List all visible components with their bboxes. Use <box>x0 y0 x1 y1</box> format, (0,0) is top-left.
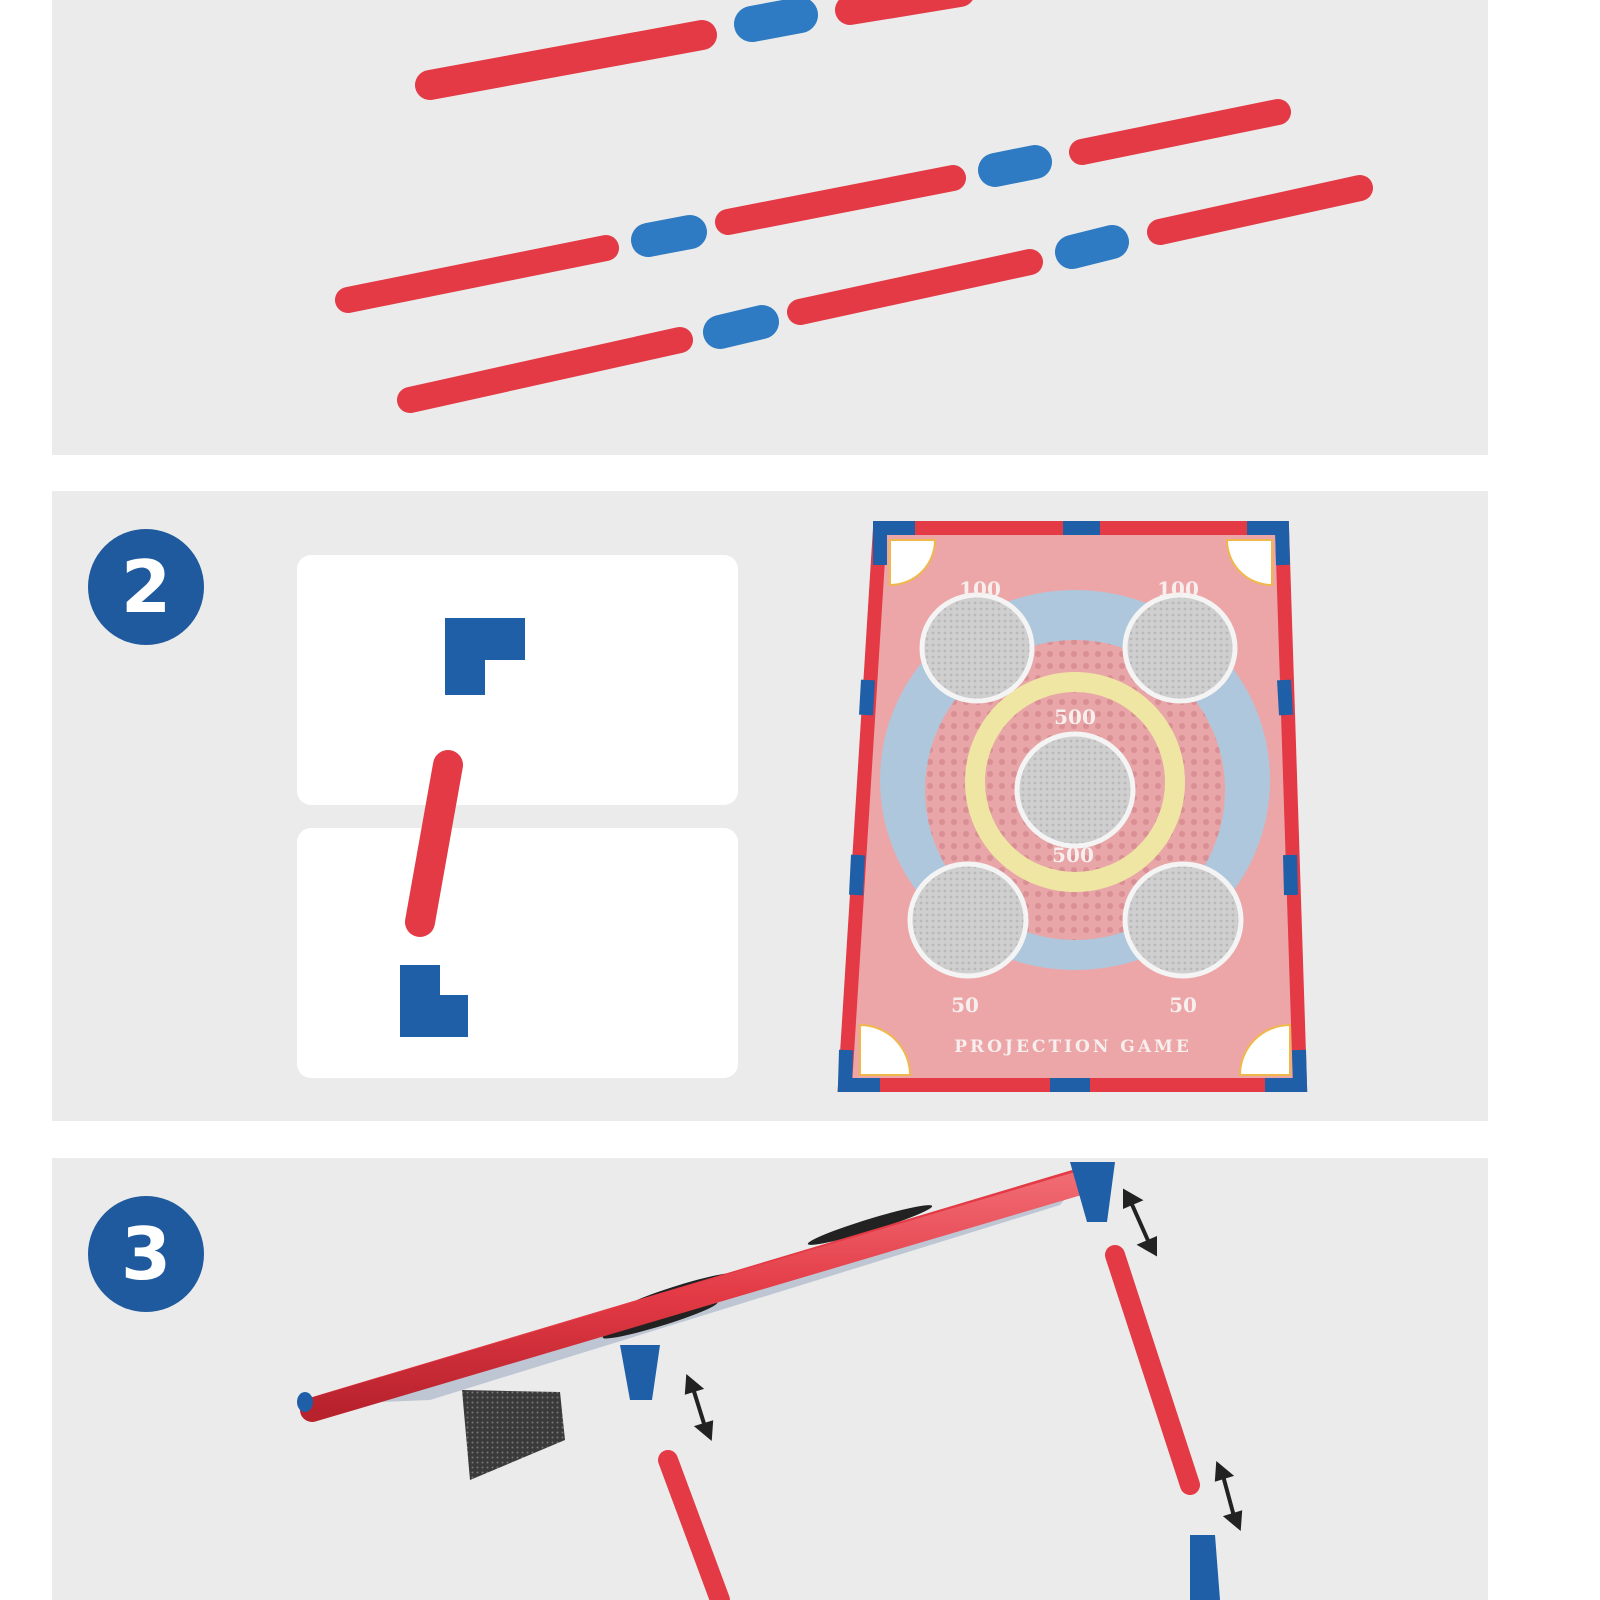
board-title: PROJECTION GAME <box>954 1037 1192 1057</box>
red-pipes-row-2 <box>335 99 1373 413</box>
score-label: 100 <box>1157 577 1199 601</box>
corner-connector <box>400 965 468 1037</box>
blue-connector <box>734 0 818 42</box>
step-number: 2 <box>121 545 171 629</box>
blue-connectors <box>631 145 1129 349</box>
score-label: 50 <box>1169 993 1197 1017</box>
net-pocket <box>462 1390 565 1480</box>
score-label: 100 <box>959 577 1001 601</box>
leg-connectors <box>297 1162 1220 1600</box>
step-1-panel <box>52 0 1488 455</box>
corner-connector <box>445 618 525 695</box>
step-number: 3 <box>121 1212 171 1296</box>
red-pipes-row-1 <box>415 0 973 100</box>
score-label: 50 <box>951 993 979 1017</box>
step-3-panel: 3 <box>52 1158 1488 1600</box>
target-board: 100 100 500 500 50 50 PROJECTION GAME <box>837 521 1308 1092</box>
detail-card-bottom <box>297 828 738 1078</box>
exploded-frame-corner <box>400 618 738 1037</box>
score-label: 500 <box>1054 705 1096 729</box>
detail-card-top <box>297 555 738 805</box>
frame-pipes <box>837 521 1308 1092</box>
attach-arrows <box>684 1188 1243 1532</box>
step-2-panel: 2 100 100 500 500 <box>52 491 1488 1121</box>
score-label: 500 <box>1052 843 1094 867</box>
step-2-badge: 2 <box>88 529 204 645</box>
step-3-badge: 3 <box>88 1196 204 1312</box>
